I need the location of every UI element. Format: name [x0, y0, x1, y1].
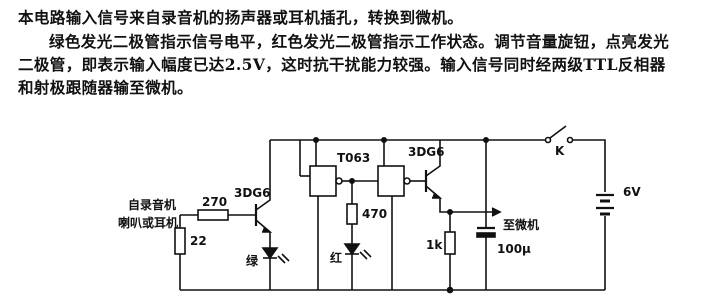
switch-k [544, 125, 574, 144]
input-label-2: 喇叭或耳机 [118, 216, 179, 230]
battery-label: 6V [623, 185, 641, 199]
led-red-label: 红 [330, 251, 343, 265]
resistor-270-label: 270 [202, 195, 228, 209]
capacitor-label: 100μ [497, 242, 531, 256]
transistor-q2 [424, 140, 443, 199]
q2-label: 3DG6 [408, 145, 445, 159]
resistor-1k-label: 1k [426, 238, 443, 252]
resistor-470-label: 470 [362, 207, 388, 221]
input-label-1: 自录音机 [128, 198, 177, 212]
resistor-1k [444, 231, 456, 255]
top-rail-right-wire [570, 139, 606, 192]
ic-gate-2 [377, 165, 411, 197]
ic-gate-1 [309, 165, 343, 197]
led-green-label: 绿 [246, 254, 259, 268]
transistor-q1 [254, 140, 273, 233]
paragraph-2-line-2: 二极管，即表示输入幅度已达2.5V，这时抗干扰能力较强。输入信号同时经两级TTL… [18, 55, 666, 74]
paragraph-2-line-3: 和射极跟随器输至微机。 [18, 78, 193, 97]
ic-label: T063 [337, 151, 371, 165]
led-red [343, 243, 372, 260]
led-green [261, 247, 290, 264]
switch-label: K [555, 144, 565, 158]
battery-6v [596, 193, 614, 290]
description-paragraph-2: 绿色发光二极管指示信号电平，红色发光二极管指示工作状态。调节音量旋钮，点亮发光 … [18, 30, 708, 99]
description-paragraph-1: 本电路输入信号来自录音机的扬声器或耳机插孔，转换到微机。 [18, 8, 464, 27]
capacitor-100u [476, 226, 496, 238]
q1-label: 3DG6 [234, 186, 271, 200]
resistor-270 [197, 209, 229, 221]
output-label: 至微机 [503, 218, 540, 232]
resistor-22 [174, 227, 186, 255]
paragraph-2-line-1: 绿色发光二极管指示信号电平，红色发光二极管指示工作状态。调节音量旋钮，点亮发光 [49, 32, 670, 51]
resistor-22-label: 22 [190, 234, 207, 248]
resistor-470 [346, 203, 358, 225]
